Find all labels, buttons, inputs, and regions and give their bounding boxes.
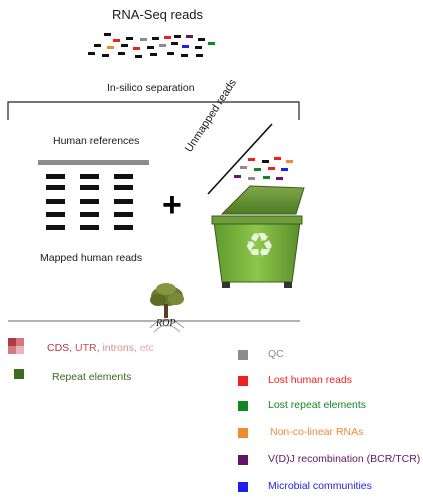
mapped-categories-label: CDS, UTR, introns, etc	[47, 342, 154, 354]
legend-label-lost-repeat: Lost repeat elements	[268, 399, 367, 411]
read	[286, 160, 293, 163]
read	[164, 36, 171, 39]
read	[248, 177, 255, 180]
read	[208, 42, 215, 45]
legend-label-microbial: Microbial communities	[268, 480, 372, 492]
cds-label: CDS,	[47, 342, 73, 354]
read	[107, 46, 114, 49]
diagram-title: RNA-Seq reads	[112, 7, 204, 22]
mapped-read	[80, 185, 99, 190]
read	[268, 167, 275, 170]
mapped-read	[114, 174, 133, 179]
legend-swatch-lost-human	[238, 376, 248, 386]
repeat-elements-swatch	[14, 369, 24, 379]
plus-sign: +	[162, 186, 182, 224]
read	[182, 45, 189, 48]
read	[133, 47, 140, 50]
mapped-read	[80, 174, 99, 179]
mapped-reads-label: Mapped human reads	[40, 252, 143, 264]
utr-label: UTR,	[75, 342, 100, 354]
legend-swatch-non-co-linear	[238, 428, 248, 438]
legend-label-lost-human: Lost human reads	[268, 374, 353, 386]
mapped-read	[46, 225, 65, 230]
mapped-read	[46, 212, 65, 217]
read	[196, 54, 203, 57]
legend-swatch-vdj	[238, 455, 248, 465]
introns-label: introns,	[102, 342, 137, 354]
read	[135, 55, 142, 58]
read	[181, 54, 188, 57]
cds-utr-swatch	[8, 338, 24, 354]
read	[152, 37, 159, 40]
mapped-read	[46, 199, 65, 204]
read	[254, 168, 261, 171]
read	[126, 37, 133, 40]
human-references-label: Human references	[53, 135, 140, 147]
read	[248, 158, 255, 161]
read	[198, 38, 205, 41]
tree-icon	[149, 283, 185, 333]
read	[195, 46, 202, 49]
separation-bracket	[7, 101, 300, 120]
read	[171, 42, 178, 45]
recycle-icon: ♻	[244, 226, 275, 266]
etc-label: etc	[139, 342, 154, 354]
mapped-read	[46, 185, 65, 190]
rop-label: ROP	[156, 318, 176, 329]
separation-label: In-silico separation	[107, 82, 195, 94]
legend-label-vdj: V(D)J recombination (BCR/TCR)	[268, 453, 421, 465]
read	[281, 168, 288, 171]
read	[240, 166, 247, 169]
read	[167, 52, 174, 55]
mapped-read	[80, 225, 99, 230]
read	[121, 44, 128, 47]
legend-swatch-lost-repeat	[238, 401, 248, 411]
repeat-elements-label: Repeat elements	[52, 371, 132, 383]
mapped-read	[46, 174, 65, 179]
read	[118, 52, 125, 55]
mapped-read	[80, 199, 99, 204]
read	[147, 46, 154, 49]
read	[94, 44, 101, 47]
read	[140, 38, 147, 41]
mapped-read	[114, 212, 133, 217]
legend-swatch-microbial	[238, 482, 248, 492]
legend-swatch-qc	[238, 350, 248, 360]
read	[186, 35, 193, 38]
read	[159, 44, 166, 47]
unmapped-arrow-line	[207, 123, 273, 195]
read	[263, 176, 270, 179]
mapped-read	[114, 199, 133, 204]
read	[113, 39, 120, 42]
read	[88, 52, 95, 55]
read	[262, 160, 269, 163]
read	[104, 33, 111, 36]
read	[174, 35, 181, 38]
read	[274, 157, 281, 160]
mapped-read	[114, 185, 133, 190]
legend-label-qc: QC	[268, 348, 284, 360]
mapped-read	[114, 225, 133, 230]
read	[234, 175, 241, 178]
read	[102, 54, 109, 57]
mapped-read	[80, 212, 99, 217]
legend-label-non-co-linear: Non-co-linear RNAs	[270, 426, 364, 438]
read	[150, 53, 157, 56]
read	[276, 177, 283, 180]
reference-genome-bar	[38, 160, 149, 165]
